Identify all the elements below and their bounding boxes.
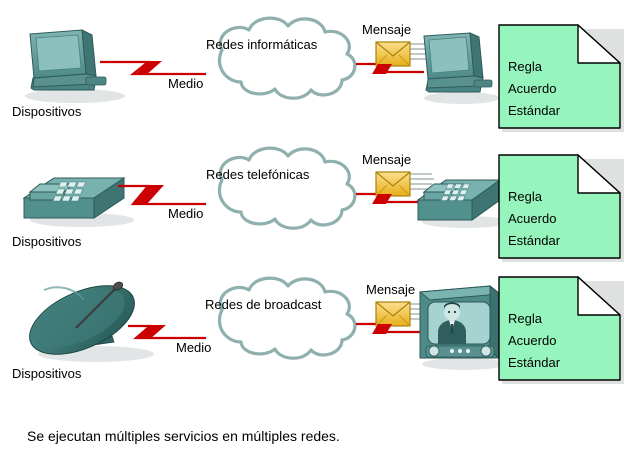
medium-label: Medio [168,206,204,221]
message-to-device-link [372,64,424,74]
network-cloud [217,146,357,230]
diagram-row-computer-network: Dispositivos Medio Redes informáticas Me… [0,4,636,134]
message-to-device-link [372,324,420,334]
desk-phone-icon [416,179,502,221]
document-line: Regla [508,59,542,74]
cloud-label: Redes informáticas [206,37,318,52]
document-line: Estándar [508,103,561,118]
document-line: Acuerdo [508,81,557,96]
medium-label: Medio [168,76,204,91]
source-device-label: Dispositivos [12,366,82,381]
document-text: Regla Acuerdo Estándar [508,56,560,122]
document-icon [498,24,624,132]
envelope-icon [375,171,411,197]
desktop-computer-icon [423,32,493,93]
medium-link [118,184,206,206]
device-shadow [422,358,506,370]
document-text: Regla Acuerdo Estándar [508,186,560,252]
device-shadow [25,89,125,103]
document-line: Acuerdo [508,333,557,348]
message-label: Mensaje [362,22,412,37]
envelope-icon [375,41,411,67]
satellite-dish-icon [29,281,135,355]
document-icon [498,276,624,384]
row-graphics [25,16,624,132]
medium-link [100,60,206,76]
document-line: Regla [508,311,542,326]
message-label: Mensaje [366,282,416,297]
diagram-row-telephone-network: Dispositivos Medio Redes telefónicas Men… [0,134,636,264]
medium-label: Medio [176,340,212,355]
network-cloud [217,16,357,100]
desk-phone-icon [22,177,126,219]
document-text: Regla Acuerdo Estándar [508,308,560,374]
television-icon [418,284,502,359]
message-to-device-link [372,194,424,204]
cloud-label: Redes de broadcast [205,297,322,312]
message-motion-lines [408,173,434,190]
document-icon [498,154,624,262]
document-line: Acuerdo [508,211,557,226]
source-device-label: Dispositivos [12,104,82,119]
row-graphics [29,276,624,384]
diagram-row-broadcast-network: Dispositivos Medio Redes de broadcast Me… [0,258,636,388]
news-anchor-figure [438,302,466,344]
diagram-caption: Se ejecutan múltiples servicios en múlti… [27,428,340,444]
network-cloud [217,276,357,360]
document-line: Estándar [508,355,561,370]
envelope-icon [375,301,411,327]
row-graphics [22,146,624,262]
device-shadow [424,92,500,104]
desktop-computer-icon [29,29,107,91]
medium-link [128,324,206,340]
message-label: Mensaje [362,152,412,167]
source-device-label: Dispositivos [12,234,82,249]
document-line: Estándar [508,233,561,248]
cloud-label: Redes telefónicas [206,167,310,182]
document-line: Regla [508,189,542,204]
